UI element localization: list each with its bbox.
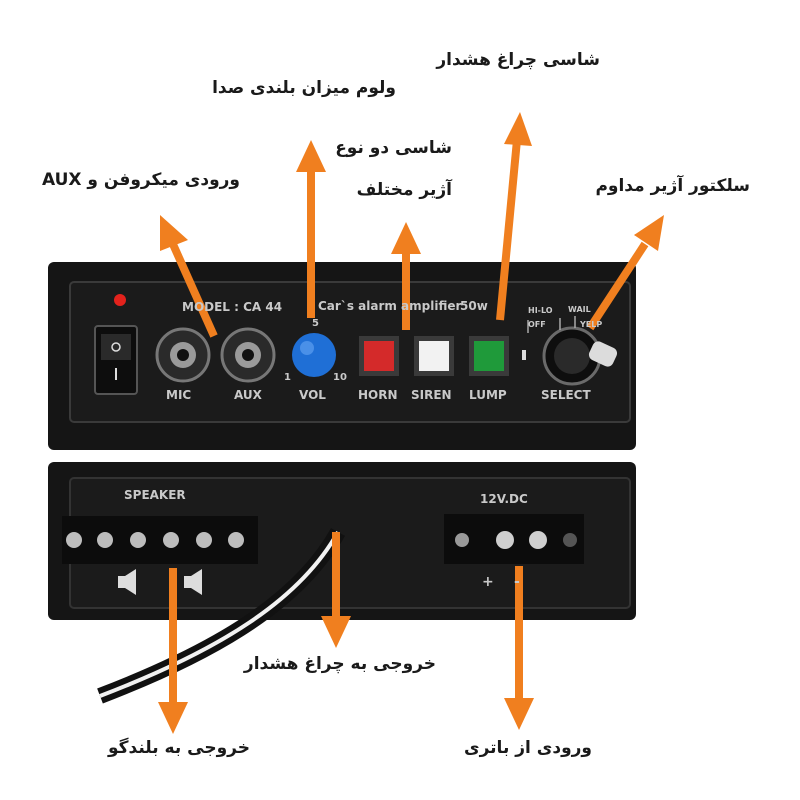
polarity-plus: + bbox=[482, 574, 494, 590]
speaker-terminals[interactable] bbox=[66, 532, 244, 548]
horn-button[interactable] bbox=[364, 341, 394, 371]
aux-label: AUX bbox=[234, 388, 262, 402]
horn-label: HORN bbox=[358, 388, 398, 402]
selector-yelp: YELP bbox=[580, 320, 603, 329]
device-title: Car`s alarm amplifier bbox=[318, 299, 462, 313]
lamp-switch-label: شاسی چراغ هشدار bbox=[436, 50, 600, 70]
annotation-arrows bbox=[158, 112, 664, 734]
siren-label: SIREN bbox=[411, 388, 452, 402]
vol-label: VOL bbox=[299, 388, 326, 402]
vol-scale-min: 1 bbox=[284, 372, 291, 383]
lamp-output-label: خروجی به چراغ هشدار bbox=[243, 654, 436, 674]
selector-off: OFF bbox=[528, 320, 546, 329]
select-label: SELECT bbox=[541, 388, 591, 402]
volume-label: ولوم میزان بلندی صدا bbox=[212, 78, 396, 98]
power-rating: 50w bbox=[460, 299, 488, 313]
siren-button[interactable] bbox=[419, 341, 449, 371]
selector-hilo: HI-LO bbox=[528, 306, 553, 315]
speaker-output-label: خروجی به بلندگو bbox=[107, 738, 250, 758]
mic-label: MIC bbox=[166, 388, 192, 402]
speaker-icon bbox=[118, 569, 136, 595]
selector-label: سلکتور آژیر مداوم bbox=[595, 176, 750, 196]
battery-input-label: ورودی از باتری bbox=[464, 738, 592, 758]
vol-scale-mid: 5 bbox=[312, 318, 319, 329]
power-terminals[interactable] bbox=[455, 531, 577, 549]
volume-knob[interactable] bbox=[292, 333, 336, 377]
siren-switch-label-line2: آژیر مختلف bbox=[356, 180, 452, 200]
model-text: MODEL : CA 44 bbox=[182, 300, 283, 314]
speaker-terminal-block bbox=[62, 516, 258, 564]
polarity-minus: - bbox=[514, 574, 520, 590]
siren-switch-label-line1: شاسی دو نوع bbox=[335, 138, 452, 158]
lump-button[interactable] bbox=[474, 341, 504, 371]
lump-label: LUMP bbox=[469, 388, 507, 402]
power-led bbox=[114, 294, 126, 306]
speaker-text: SPEAKER bbox=[124, 488, 186, 502]
front-panel-face bbox=[69, 281, 631, 423]
mic-aux-label: ورودی میکروفن و AUX bbox=[41, 170, 240, 190]
power-input-text: 12V.DC bbox=[480, 492, 528, 506]
speaker-icon bbox=[184, 569, 202, 595]
selector-wail: WAIL bbox=[568, 305, 591, 314]
vol-scale-max: 10 bbox=[333, 372, 347, 383]
